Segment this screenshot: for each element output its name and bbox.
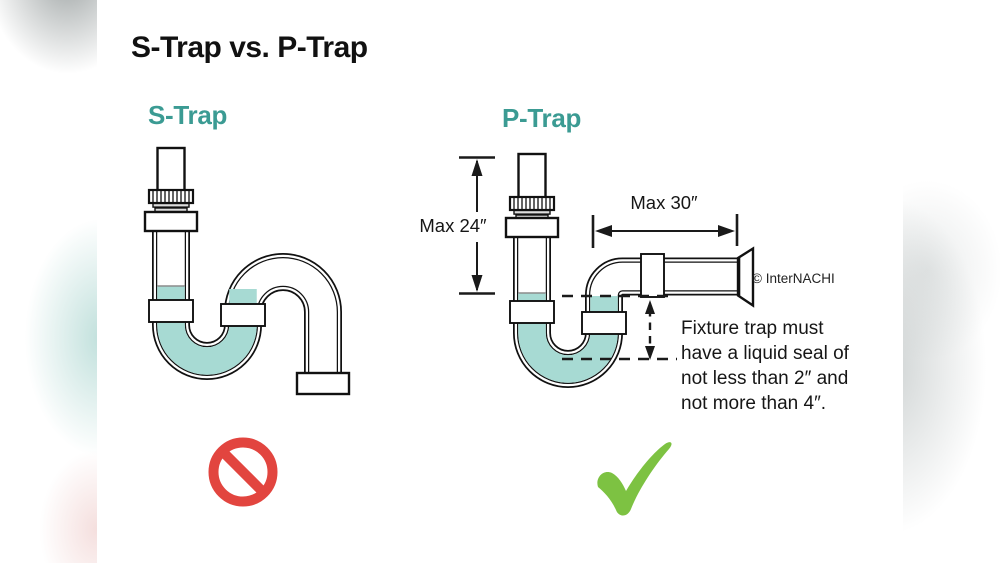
page-title: S-Trap vs. P-Trap [131,31,368,64]
liquid-seal-note-line-3: not less than 2″ and [681,368,849,389]
s-trap-tailpiece [156,146,186,194]
background-blur-right [903,0,1000,563]
p-trap-slip-joint-right [581,311,627,335]
max-24-label: Max 24″ [411,215,495,237]
p-trap-slip-joint-horizontal [640,253,665,298]
s-trap-coupling-top [143,210,199,233]
check-icon [597,442,672,516]
s-trap-label: S-Trap [148,100,228,130]
s-trap-diagram [143,146,351,396]
p-trap-water [518,293,618,383]
s-trap-slip-nut [147,188,195,213]
liquid-seal-note-line-4: not more than 4″. [681,393,827,414]
max-30-label: Max 30″ [630,192,698,213]
p-trap-label: P-Trap [502,103,582,133]
p-trap-diagram [504,152,755,388]
liquid-seal-note-line-2: have a liquid seal of [681,343,849,364]
prohibited-icon [208,437,278,507]
max-24-dimension [459,156,495,295]
liquid-seal-dimension [562,294,677,361]
background-blur-left [0,0,97,563]
s-trap-slip-joint-right [220,303,266,327]
max-30-dimension [591,214,739,248]
s-trap-outlet-flange [295,371,351,396]
p-trap-tailpiece [517,152,547,201]
credit-line: © InterNACHI [752,271,835,286]
p-trap-wall-flange [736,246,755,308]
liquid-seal-note-line-1: Fixture trap must [681,318,824,339]
liquid-seal-note: Fixture trap must have a liquid seal of … [681,316,849,416]
s-trap-slip-joint-left [148,299,194,323]
s-trap-water [157,286,257,375]
p-trap-coupling-top [504,216,560,239]
p-trap-slip-joint-left [509,300,555,324]
p-trap-slip-nut [508,195,556,220]
